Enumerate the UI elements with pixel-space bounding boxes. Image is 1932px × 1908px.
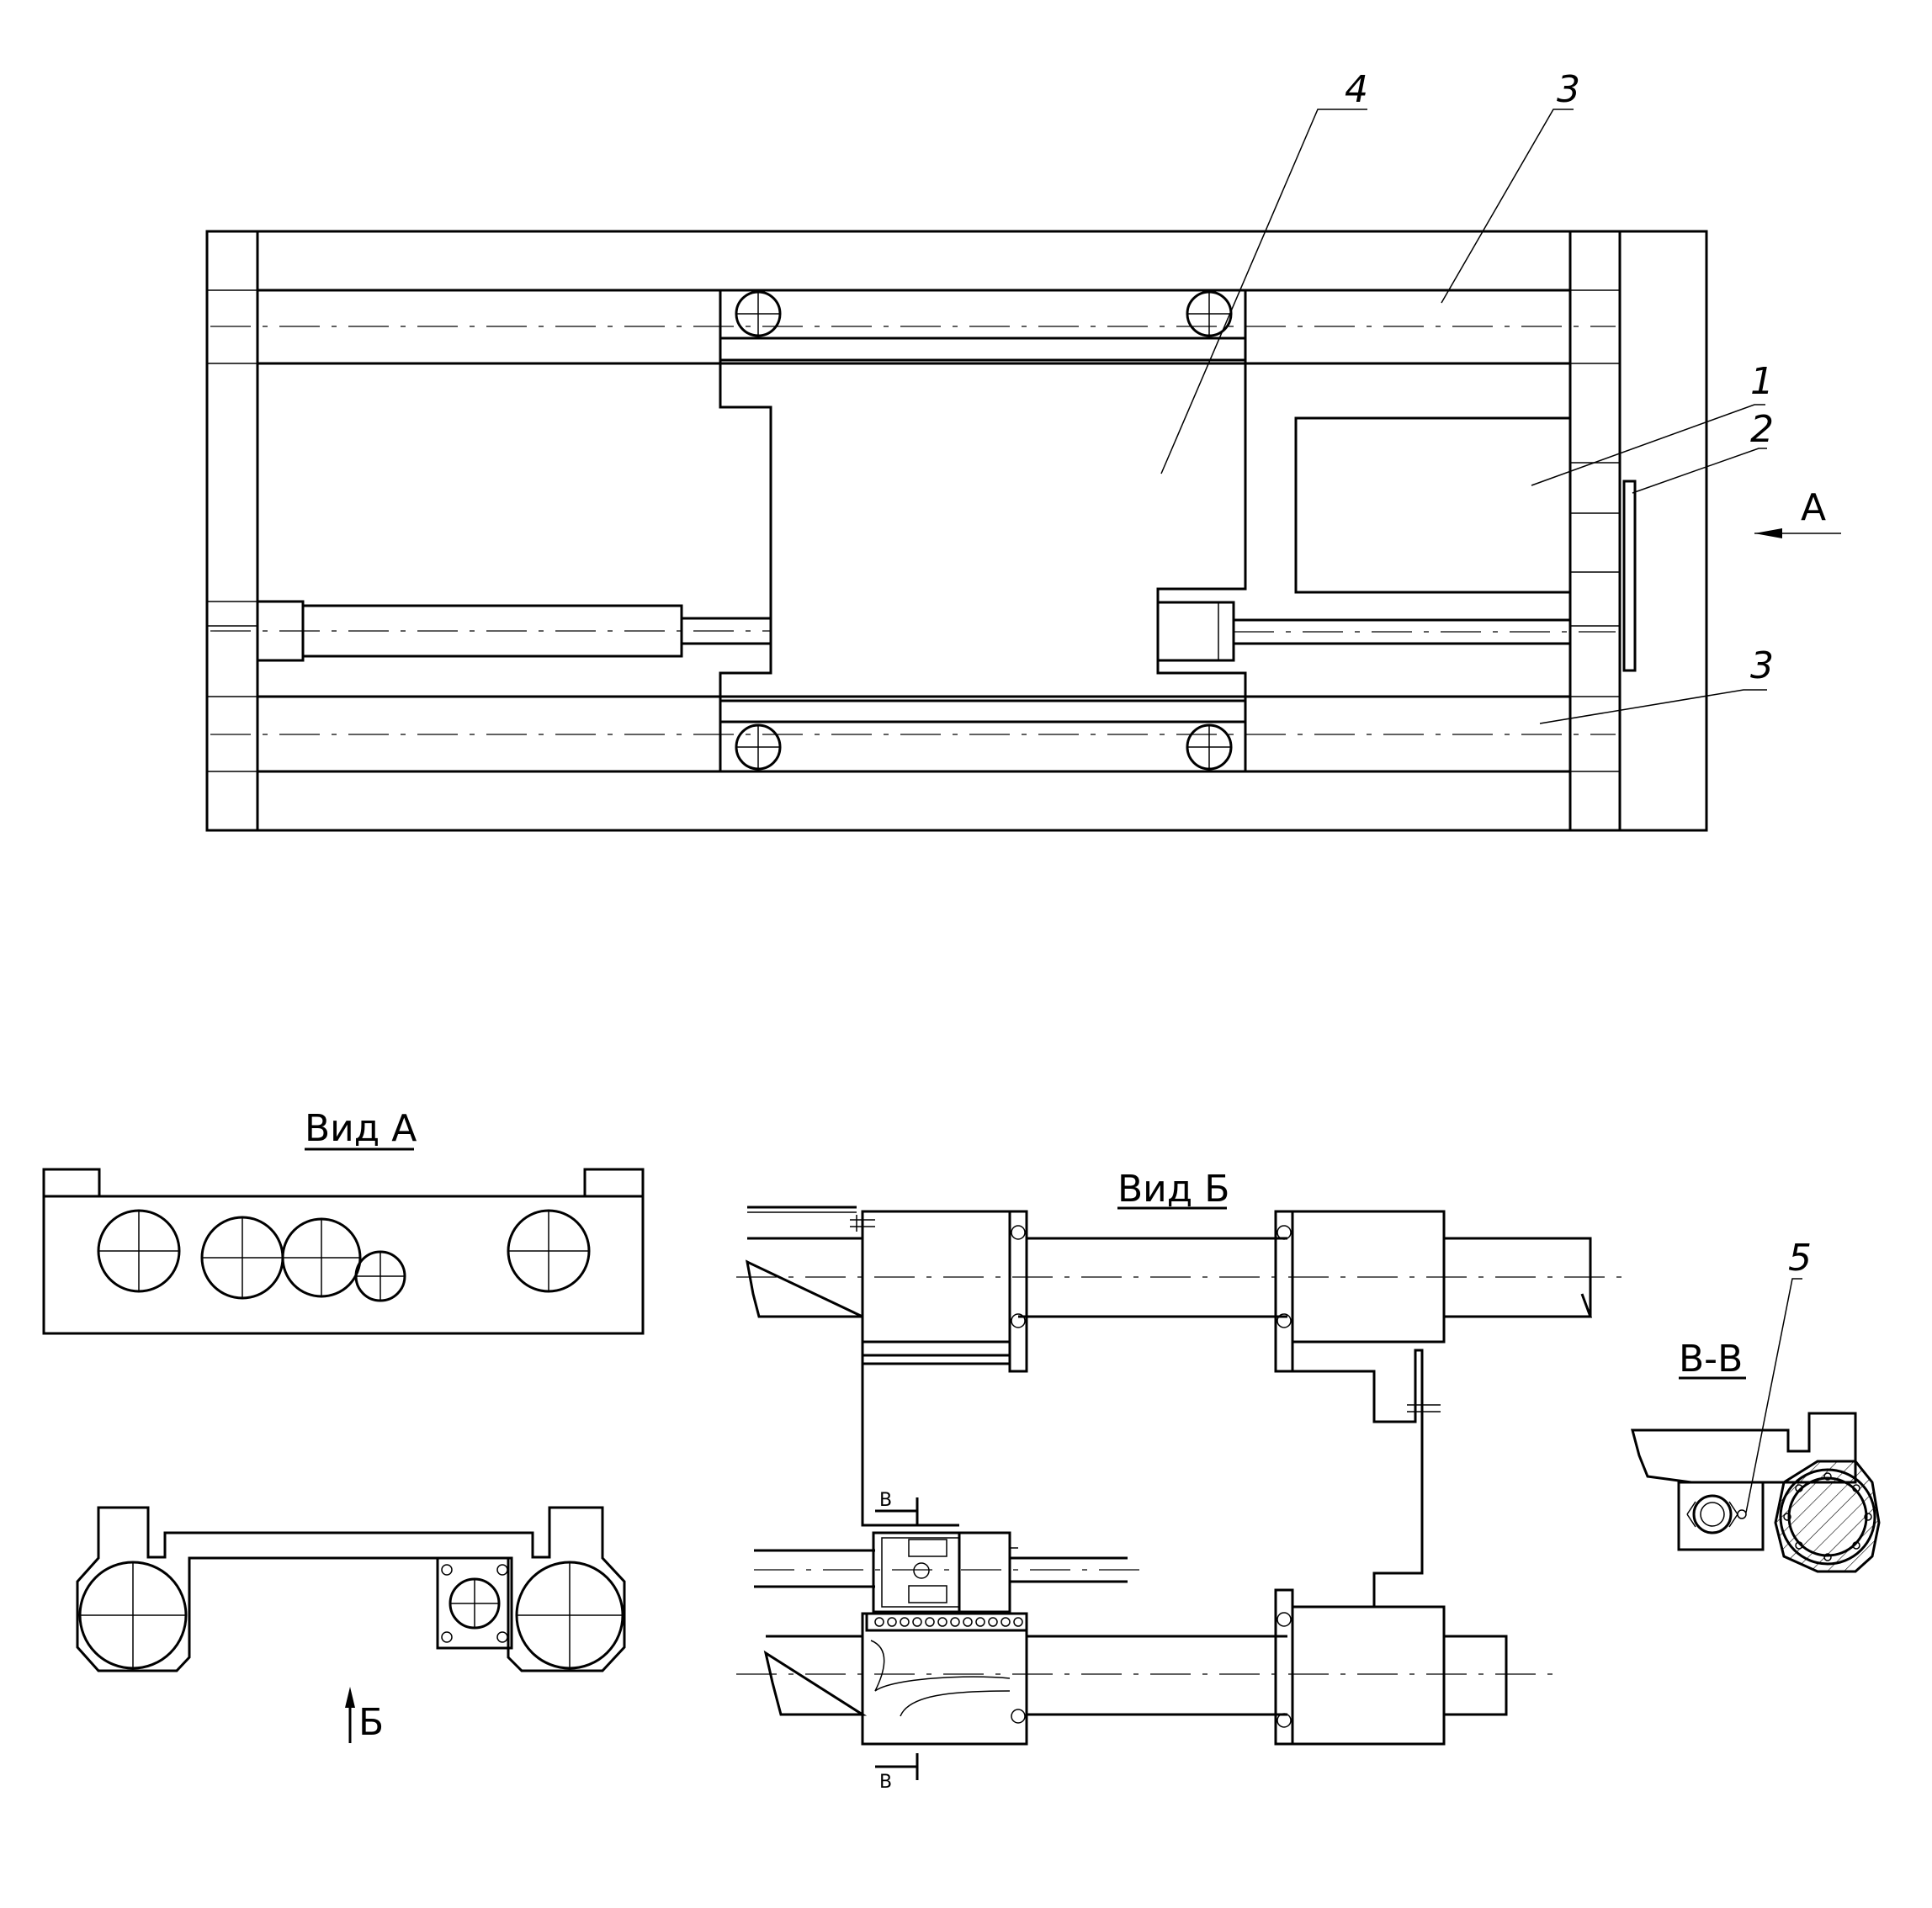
- label-part-5: 5: [1788, 1237, 1812, 1280]
- small-drive-rod: [754, 1549, 1144, 1588]
- label-part-4: 4: [1345, 68, 1368, 111]
- label-view-arrow-a: А: [1801, 486, 1826, 529]
- bearing-block: [1274, 1210, 1446, 1373]
- flange-block: [436, 1556, 513, 1650]
- left-cylinder: [210, 600, 771, 662]
- bottom-guide-rod: [210, 695, 1616, 773]
- view-b: Вид Б: [736, 1168, 1624, 1793]
- rack: [865, 1612, 1028, 1632]
- guide-rod-section: [515, 1561, 624, 1670]
- carriage-bolt: [1186, 290, 1233, 337]
- carriage-bolt: [735, 290, 782, 337]
- section-mark-bottom: В: [879, 1772, 892, 1793]
- gear-housing: [872, 1531, 1018, 1614]
- section-title: В-В: [1679, 1338, 1743, 1381]
- section-mark-top: В: [879, 1490, 892, 1511]
- view-b-title: Вид Б: [1117, 1168, 1229, 1211]
- plate-part-2: [1622, 480, 1637, 672]
- label-view-b-arrow: Б: [358, 1701, 384, 1744]
- port-circle: [97, 1209, 181, 1293]
- drive-block-part-1: [1294, 416, 1572, 594]
- bearing-block: [861, 1612, 1028, 1746]
- view-a-title: Вид А: [305, 1107, 417, 1150]
- right-piston-rod: [1156, 601, 1616, 662]
- outer-frame: [205, 230, 1708, 832]
- bottom-shaft: [736, 1635, 1557, 1716]
- port-circle: [354, 1250, 406, 1302]
- port-circle: [507, 1209, 591, 1293]
- port-circle: [281, 1217, 362, 1298]
- carriage-bolt: [735, 723, 782, 771]
- label-part-3-bottom: 3: [1750, 644, 1774, 687]
- label-part-1: 1: [1750, 360, 1774, 403]
- carriage-part-4: [719, 289, 1247, 773]
- label-part-3-top: 3: [1557, 68, 1580, 111]
- port-circle: [200, 1216, 284, 1300]
- section-b-b: В-В 5: [1631, 1237, 1881, 1573]
- top-shaft: [736, 1237, 1624, 1318]
- lower-left-section: Б: [76, 1506, 626, 1744]
- left-connector: [861, 1342, 959, 1527]
- bearing-block: [1274, 1588, 1446, 1746]
- label-part-2: 2: [1750, 408, 1774, 451]
- top-guide-rod: [210, 289, 1616, 365]
- guide-rod-section: [78, 1561, 188, 1670]
- right-bracket: [1292, 1349, 1424, 1607]
- carriage-bolt: [1186, 723, 1233, 771]
- main-plan-view: 4 3 1 2 А 3: [205, 68, 1841, 832]
- view-a: Вид А: [42, 1107, 645, 1335]
- bearing-block: [850, 1210, 1028, 1373]
- leader-lines: [1160, 109, 1841, 724]
